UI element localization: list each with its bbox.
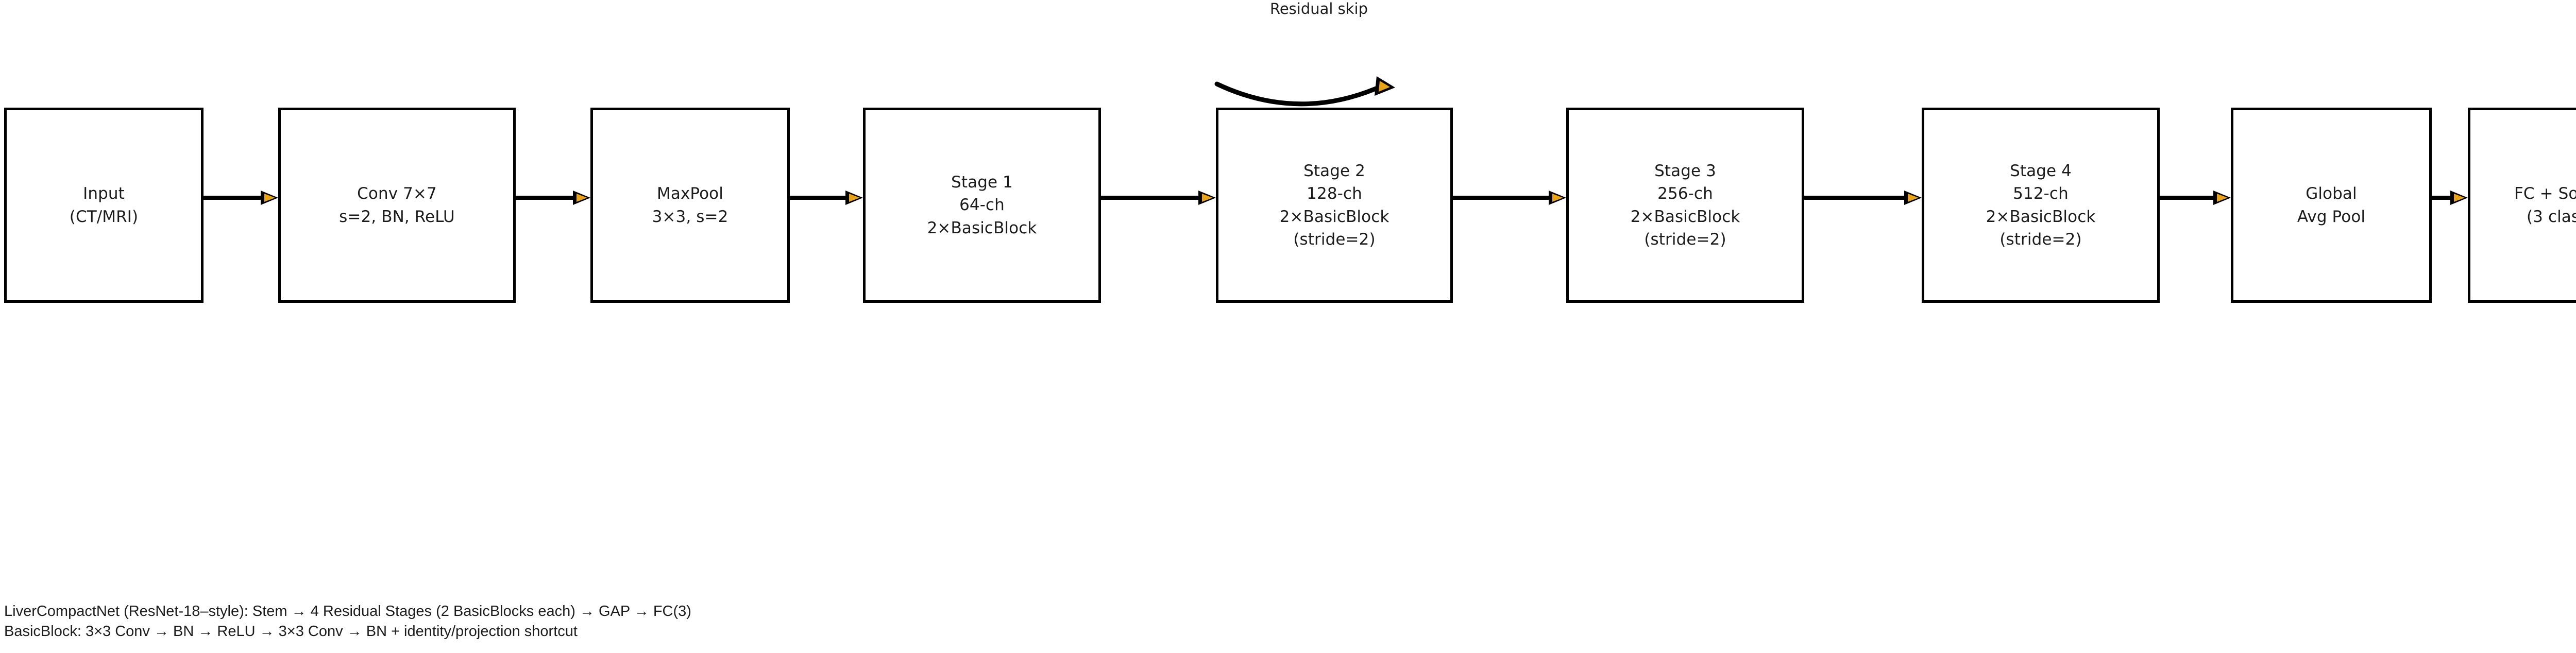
arrow-stage3-to-stage4	[1804, 190, 1922, 205]
arrow-stage1-to-stage2-svg	[1101, 191, 1216, 205]
arrow-maxpool-to-stage1	[790, 190, 863, 205]
conv-stem-block-label: Conv 7×7 s=2, BN, ReLU	[339, 184, 455, 226]
residual-skip-arrowhead-inner	[1379, 81, 1390, 92]
stage-3-block-label: Stage 3 256-ch 2×BasicBlock (stride=2)	[1630, 162, 1740, 249]
caption-line-network-summary: LiverCompactNet (ResNet-18–style): Stem …	[4, 603, 691, 620]
arrow-stage4-to-gap-arrowhead-accent	[2217, 194, 2228, 202]
arrow-maxpool-to-stage1-svg	[790, 191, 863, 205]
input-block: Input (CT/MRI)	[4, 108, 204, 303]
residual-skip-arrow	[1195, 67, 1412, 118]
residual-skip-arrowhead	[1375, 76, 1395, 96]
residual-skip-label: Residual skip	[1269, 0, 1368, 18]
arrow-stage2-to-stage3	[1453, 190, 1566, 205]
arrow-gap-to-fc-arrowhead-accent	[2454, 194, 2465, 202]
global-avg-pool-block: Global Avg Pool	[2231, 108, 2432, 303]
residual-skip-curve-path	[1214, 81, 1383, 107]
conv-stem-block: Conv 7×7 s=2, BN, ReLU	[278, 108, 516, 303]
arrow-stage3-to-stage4-svg	[1804, 191, 1922, 205]
arrow-conv-to-maxpool-arrowhead-accent	[577, 194, 587, 202]
caption-line-basicblock-summary: BasicBlock: 3×3 Conv → BN → ReLU → 3×3 C…	[4, 623, 578, 640]
arrow-stage1-to-stage2	[1101, 190, 1216, 205]
stage-2-block: Stage 2 128-ch 2×BasicBlock (stride=2)	[1216, 108, 1453, 303]
arrow-gap-to-fc-svg	[2432, 191, 2468, 205]
arrow-input-to-conv-arrowhead-accent	[264, 194, 275, 202]
stage-1-block: Stage 1 64-ch 2×BasicBlock	[863, 108, 1101, 303]
arrow-input-to-conv-svg	[204, 191, 278, 205]
arrow-stage1-to-stage2-arrowhead-accent	[1202, 194, 1213, 202]
arrow-stage4-to-gap-svg	[2160, 191, 2231, 205]
stage-2-block-label: Stage 2 128-ch 2×BasicBlock (stride=2)	[1279, 162, 1389, 249]
residual-skip-curve-svg	[1214, 76, 1395, 107]
fc-softmax-block-label: FC + Softmax (3 classes)	[2514, 184, 2576, 226]
stage-4-block: Stage 4 512-ch 2×BasicBlock (stride=2)	[1922, 108, 2160, 303]
arrow-stage2-to-stage3-svg	[1453, 191, 1566, 205]
maxpool-block-label: MaxPool 3×3, s=2	[652, 184, 728, 226]
arrow-conv-to-maxpool	[516, 190, 590, 205]
stage-4-block-label: Stage 4 512-ch 2×BasicBlock (stride=2)	[1986, 162, 2096, 249]
maxpool-block: MaxPool 3×3, s=2	[590, 108, 790, 303]
fc-softmax-block: FC + Softmax (3 classes)	[2468, 108, 2576, 303]
stage-1-block-label: Stage 1 64-ch 2×BasicBlock	[927, 173, 1037, 237]
global-avg-pool-block-label: Global Avg Pool	[2297, 184, 2366, 226]
arrow-gap-to-fc	[2432, 190, 2468, 205]
arrow-input-to-conv	[204, 190, 278, 205]
stage-3-block: Stage 3 256-ch 2×BasicBlock (stride=2)	[1566, 108, 1804, 303]
arrow-stage3-to-stage4-arrowhead-accent	[1908, 194, 1919, 202]
arrow-maxpool-to-stage1-arrowhead-accent	[849, 194, 860, 202]
arrow-conv-to-maxpool-svg	[516, 191, 590, 205]
arrow-stage2-to-stage3-arrowhead-accent	[1552, 194, 1563, 202]
figure-caption: LiverCompactNet (ResNet-18–style): Stem …	[4, 602, 691, 641]
input-block-label: Input (CT/MRI)	[69, 184, 139, 226]
arrow-stage4-to-gap	[2160, 190, 2231, 205]
